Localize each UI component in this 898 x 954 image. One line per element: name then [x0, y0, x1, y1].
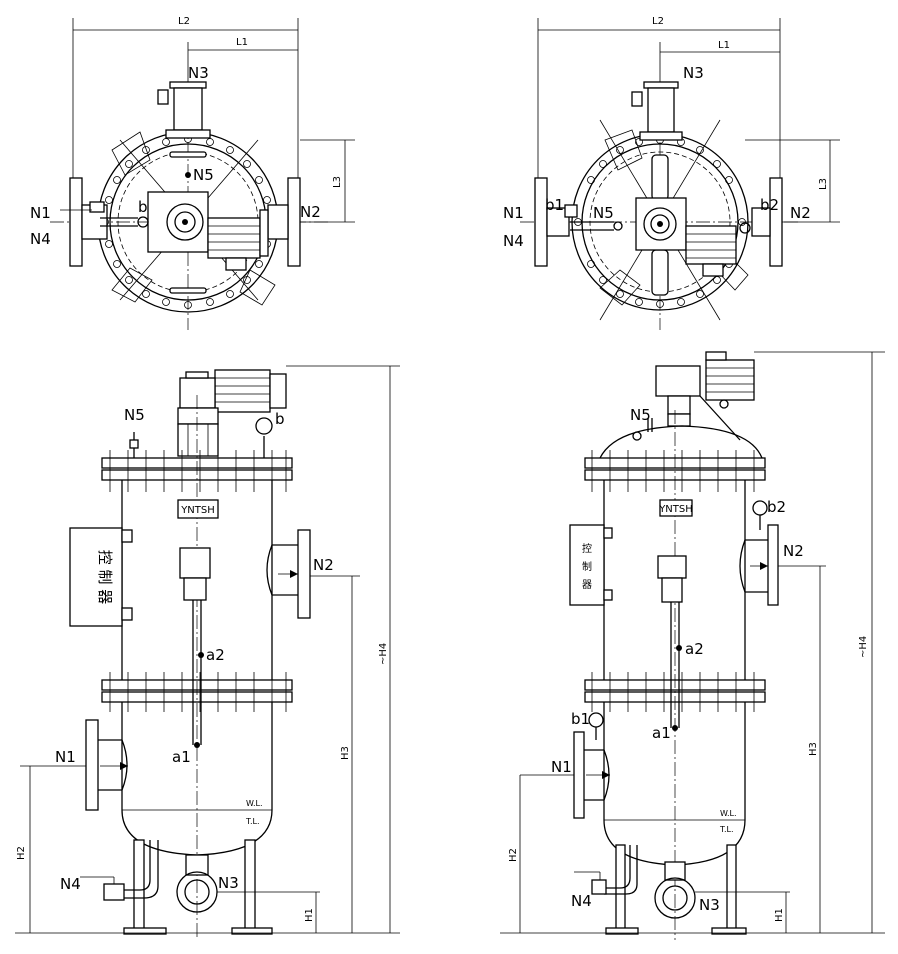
dim-H1-left: H1 [304, 908, 315, 922]
dim-L3-right: L3 [818, 178, 829, 190]
label-N5-plan-left: N5 [193, 166, 214, 184]
label-a2-elev-left: a2 [206, 646, 225, 664]
elevation-view-right: W.L. T.L. YNTSH 控 制 器 [500, 351, 885, 940]
label-N3-elev-left: N3 [218, 874, 239, 892]
label-a2-elev-right: a2 [685, 640, 704, 658]
label-N4-plan-right: N4 [503, 232, 524, 250]
label-N1-plan-left: N1 [30, 204, 51, 222]
label-N3-plan-right: N3 [683, 64, 704, 82]
dim-H1-right: H1 [774, 908, 785, 922]
controller-label-right-3: 器 [582, 579, 592, 591]
label-N5-elev-left: N5 [124, 406, 145, 424]
label-WL-right: W.L. [720, 809, 737, 818]
plan-view-right: L2 L1 L3 [503, 16, 840, 330]
label-b1-elev-right: b1 [571, 710, 590, 728]
label-N5-elev-right: N5 [630, 406, 651, 424]
label-N1-plan-right: N1 [503, 204, 524, 222]
dim-H2-left: H2 [16, 846, 27, 860]
label-a1-elev-left: a1 [172, 748, 191, 766]
label-N2-elev-right: N2 [783, 542, 804, 560]
dim-H4-left: ~H4 [378, 643, 389, 665]
label-TL-left: T.L. [245, 817, 259, 826]
label-b2-elev-right: b2 [767, 498, 786, 516]
label-N4-elev-right: N4 [571, 892, 592, 910]
label-b1-plan-right: b1 [545, 196, 564, 214]
label-N2-plan-left: N2 [300, 203, 321, 221]
dim-L1-left: L1 [236, 37, 248, 48]
label-N1-elev-right: N1 [551, 758, 572, 776]
label-b2-plan-right: b2 [760, 196, 779, 214]
label-N4-elev-left: N4 [60, 875, 81, 893]
controller-label-right-1: 控 [582, 542, 592, 555]
controller-label-left: 控 制 器 [96, 550, 114, 605]
label-b-plan-left: b [138, 198, 148, 216]
label-WL-left: W.L. [246, 799, 263, 808]
dim-H2-right: H2 [508, 848, 519, 862]
controller-label-right-2: 制 [582, 560, 592, 573]
dim-L3-left: L3 [332, 176, 343, 188]
dim-H3-right: H3 [808, 742, 819, 756]
label-b-elev-left: b [275, 410, 285, 428]
label-a1-elev-right: a1 [652, 724, 671, 742]
dim-H3-left: H3 [340, 746, 351, 760]
dim-L2-left: L2 [178, 16, 190, 27]
label-N3-plan-left: N3 [188, 64, 209, 82]
elevation-view-left: W.L. T.L. YNTSH 控 制 器 [15, 365, 400, 940]
nameplate-right: YNTSH [658, 504, 693, 515]
label-N2-plan-right: N2 [790, 204, 811, 222]
label-N2-elev-left: N2 [313, 556, 334, 574]
label-N3-elev-right: N3 [699, 896, 720, 914]
label-N4-plan-left: N4 [30, 230, 51, 248]
nameplate-left: YNTSH [180, 505, 215, 516]
dim-H4-right: ~H4 [858, 636, 869, 658]
plan-view-left: L2 L1 L3 [30, 16, 355, 330]
dim-L2-right: L2 [652, 16, 664, 27]
label-N1-elev-left: N1 [55, 748, 76, 766]
dim-L1-right: L1 [718, 40, 730, 51]
label-N5-plan-right: N5 [593, 204, 614, 222]
label-TL-right: T.L. [719, 825, 733, 834]
